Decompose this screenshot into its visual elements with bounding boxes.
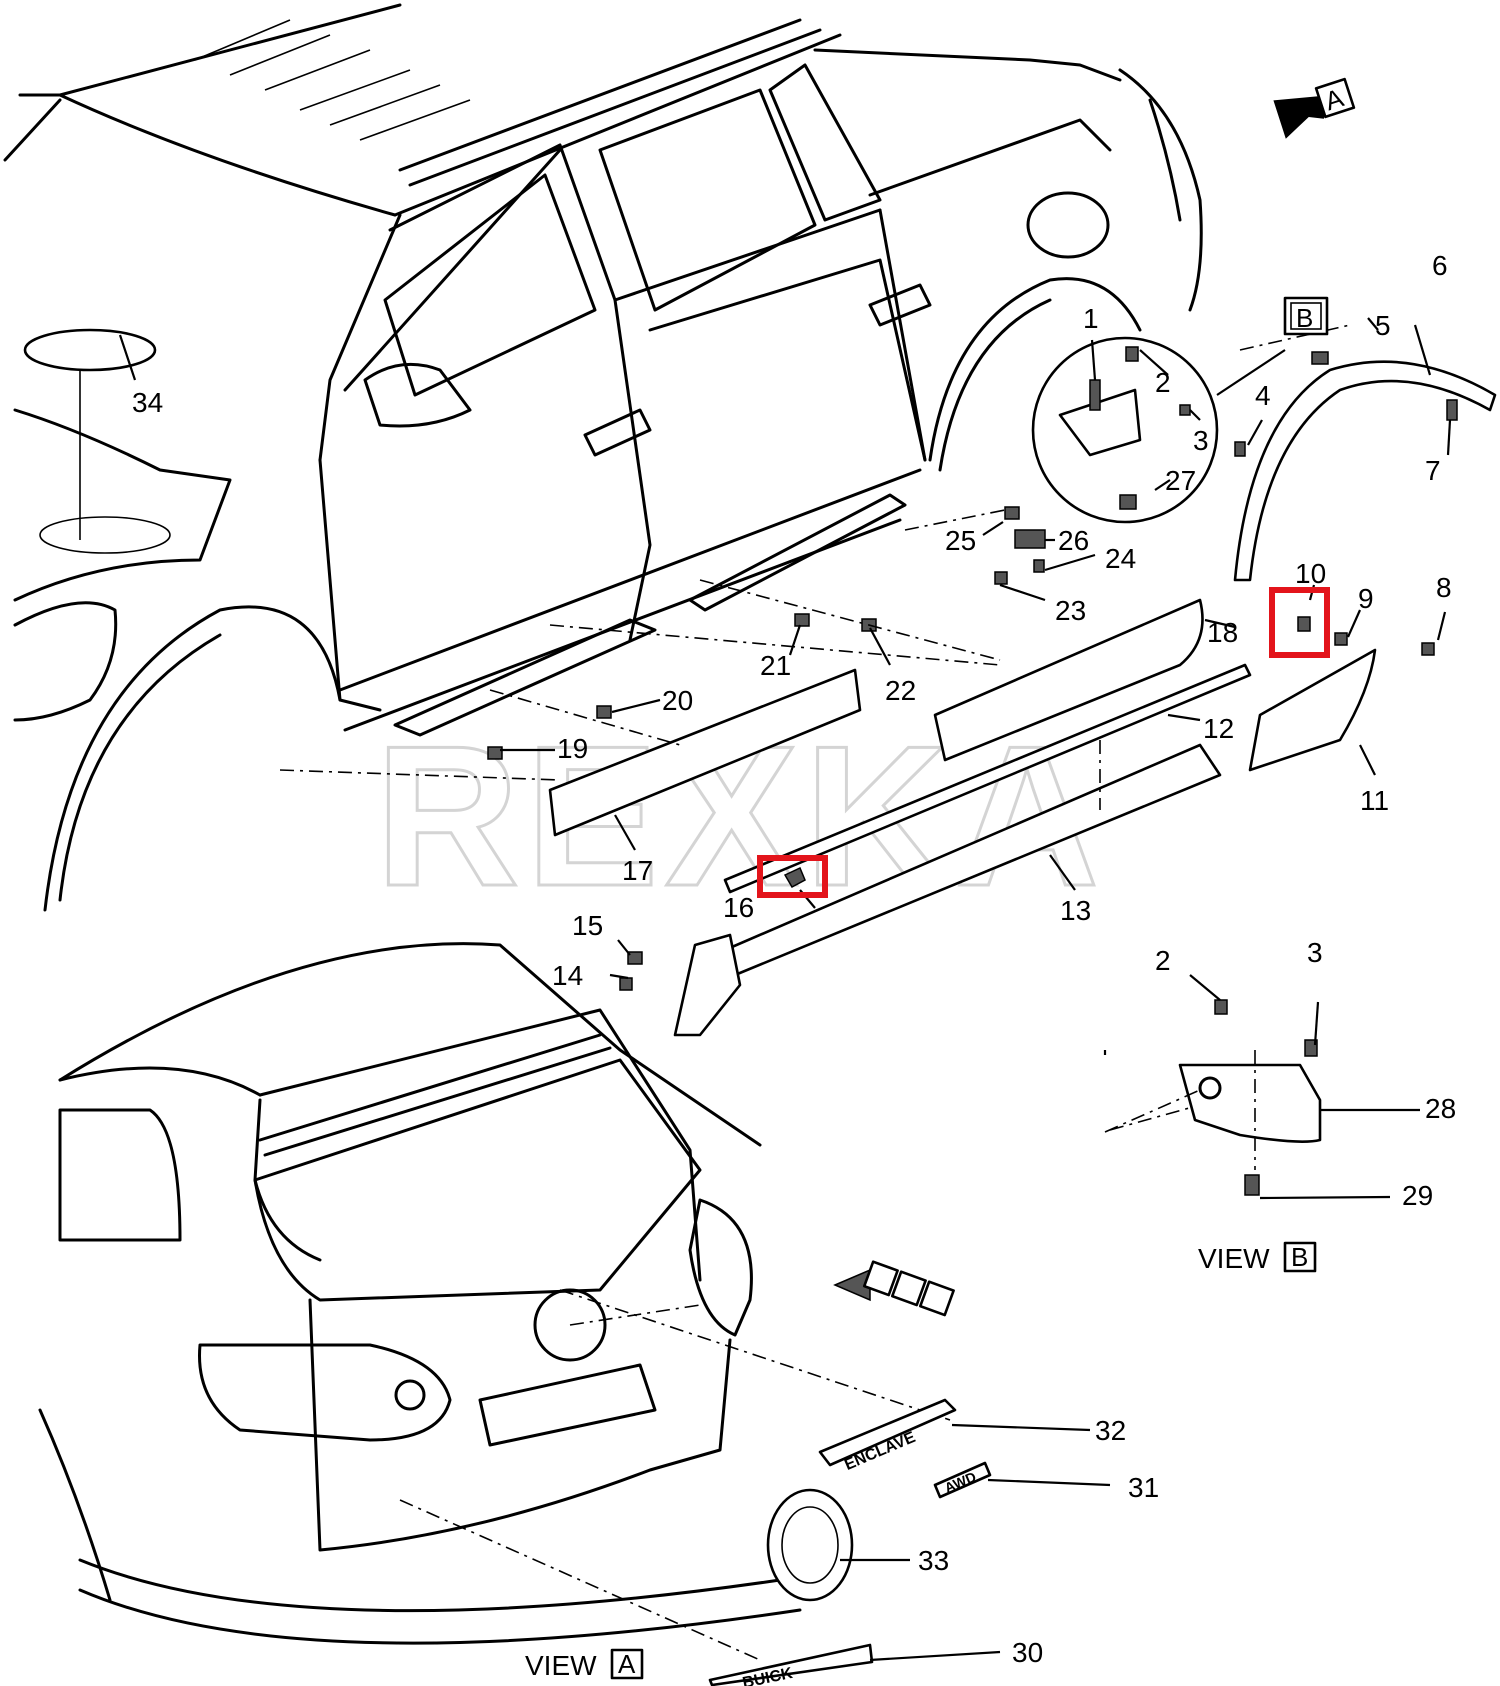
part-23-clip: [994, 571, 1008, 585]
callout-6: 6: [1432, 250, 1448, 281]
part-8-screw: [1421, 642, 1435, 656]
part-33-buick-tri-shield: [766, 1488, 854, 1602]
part-18-rear-door-molding: [933, 598, 1204, 762]
callout-view-b-3: 3: [1307, 937, 1323, 968]
awd-emblem-text: AWD: [942, 1468, 978, 1495]
detail-b-circle: [1031, 336, 1286, 524]
view-a-direction-arrow: A: [1273, 77, 1356, 139]
part-31-awd-emblem: [933, 1461, 992, 1499]
callout-1: 1: [1083, 303, 1099, 334]
part-4-clip: [1234, 441, 1246, 457]
callout-7: 7: [1425, 455, 1441, 486]
svg-text:VIEW: VIEW: [525, 1650, 597, 1681]
part-16-clip: [783, 866, 806, 889]
svg-text:VIEW: VIEW: [1198, 1243, 1270, 1274]
callout-numbers: 1 2 3 4 5 6 7 8 9 10 11 12 13 14 15 16 1…: [132, 250, 1456, 1668]
callout-31: 31: [1128, 1472, 1159, 1503]
callout-26: 26: [1058, 525, 1089, 556]
part-10-clip: [1297, 616, 1311, 632]
part-14-clip: [619, 977, 633, 991]
callout-24: 24: [1105, 543, 1136, 574]
part-30-buick-emblem: [708, 1643, 874, 1686]
callout-2: 2: [1155, 367, 1171, 398]
callout-17: 17: [622, 855, 653, 886]
part-9-clip: [1334, 632, 1348, 646]
part-21-clip: [794, 613, 810, 627]
callout-19: 19: [557, 733, 588, 764]
vehicle-rear-view: ENCLAVE AWD BUICK: [38, 942, 992, 1686]
callout-30: 30: [1012, 1637, 1043, 1668]
callout-20: 20: [662, 685, 693, 716]
callout-23: 23: [1055, 595, 1086, 626]
callout-27: 27: [1165, 465, 1196, 496]
part-7-screw: [1446, 399, 1458, 421]
callout-22: 22: [885, 675, 916, 706]
part-15-clip: [627, 951, 643, 965]
view-b-label: VIEW B: [1198, 1241, 1317, 1274]
part-19-clip: [487, 746, 503, 760]
highlight-part-16: [757, 855, 828, 898]
callout-33: 33: [918, 1545, 949, 1576]
part-34-hood-ornament: [23, 328, 157, 372]
guide-lines: [279, 324, 1351, 1421]
callout-15: 15: [572, 910, 603, 941]
vehicle-side-view: [3, 3, 1203, 912]
part-5-clip: [1311, 351, 1329, 365]
callout-11: 11: [1360, 785, 1389, 816]
callout-12: 12: [1203, 713, 1234, 744]
part-24-screw: [1033, 559, 1045, 573]
callout-16: 16: [723, 892, 754, 923]
callout-34: 34: [132, 387, 163, 418]
callout-8: 8: [1436, 572, 1452, 603]
leader-lines: [118, 317, 1452, 1662]
part-12-upper-strip: [723, 663, 1252, 894]
callout-21: 21: [760, 650, 791, 681]
part-26-bracket: [1014, 529, 1046, 549]
callout-10: 10: [1295, 558, 1326, 589]
callout-5: 5: [1375, 310, 1391, 341]
view-b-detail: [1104, 974, 1420, 1200]
callout-14: 14: [552, 960, 583, 991]
callout-3: 3: [1193, 425, 1209, 456]
part-32-enclave-emblem: [818, 1398, 957, 1467]
highlight-part-10: [1269, 587, 1330, 658]
part-6-wheel-flare: [1233, 360, 1497, 582]
callout-4: 4: [1255, 380, 1271, 411]
callout-13: 13: [1060, 895, 1091, 926]
detail-b-box: B: [1283, 296, 1329, 336]
rocker-molding-parts: [487, 351, 1497, 1037]
callout-32: 32: [1095, 1415, 1126, 1446]
callout-25: 25: [945, 525, 976, 556]
rocker-front-cap: [673, 933, 742, 1037]
svg-text:B: B: [1291, 1242, 1308, 1272]
svg-text:A: A: [618, 1649, 636, 1679]
part-17-front-door-molding: [548, 668, 862, 837]
callout-9: 9: [1358, 583, 1374, 614]
svg-text:B: B: [1296, 303, 1313, 333]
callout-29: 29: [1402, 1180, 1433, 1211]
callout-view-b-2: 2: [1155, 945, 1171, 976]
view-a-label: VIEW A: [525, 1648, 644, 1681]
callout-18: 18: [1207, 617, 1238, 648]
part-25-clip: [1004, 506, 1020, 520]
callout-28: 28: [1425, 1093, 1456, 1124]
part-11-rear-end-cap: [1248, 648, 1377, 772]
part-20-clip: [596, 705, 612, 719]
